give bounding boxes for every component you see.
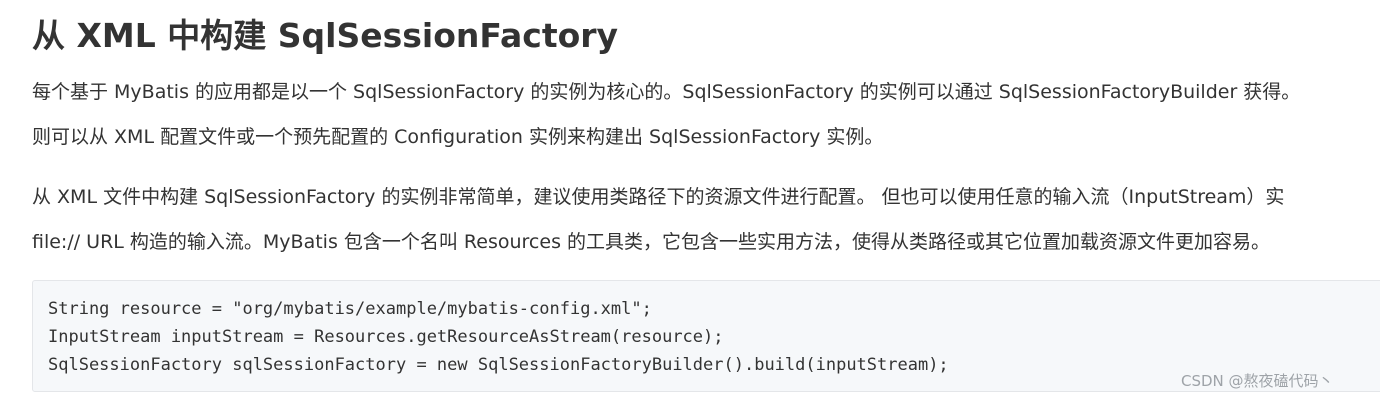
section-heading: 从 XML 中构建 SqlSessionFactory bbox=[32, 16, 619, 55]
paragraph-line: 则可以从 XML 配置文件或一个预先配置的 Configuration 实例来构… bbox=[32, 126, 884, 148]
csdn-watermark: CSDN @熬夜磕代码丶 bbox=[1181, 372, 1334, 390]
code-line: SqlSessionFactory sqlSessionFactory = ne… bbox=[48, 355, 949, 375]
intro-paragraph: 每个基于 MyBatis 的应用都是以一个 SqlSessionFactory … bbox=[32, 70, 1300, 160]
code-block[interactable]: String resource = "org/mybatis/example/m… bbox=[32, 280, 1380, 392]
paragraph-line: 从 XML 文件中构建 SqlSessionFactory 的实例非常简单，建议… bbox=[32, 186, 1285, 208]
code-line: String resource = "org/mybatis/example/m… bbox=[48, 299, 652, 319]
xml-build-paragraph: 从 XML 文件中构建 SqlSessionFactory 的实例非常简单，建议… bbox=[32, 175, 1284, 265]
paragraph-line: 每个基于 MyBatis 的应用都是以一个 SqlSessionFactory … bbox=[32, 81, 1301, 103]
code-line: InputStream inputStream = Resources.getR… bbox=[48, 327, 724, 347]
paragraph-line: file:// URL 构造的输入流。MyBatis 包含一个名叫 Resour… bbox=[32, 231, 1271, 253]
